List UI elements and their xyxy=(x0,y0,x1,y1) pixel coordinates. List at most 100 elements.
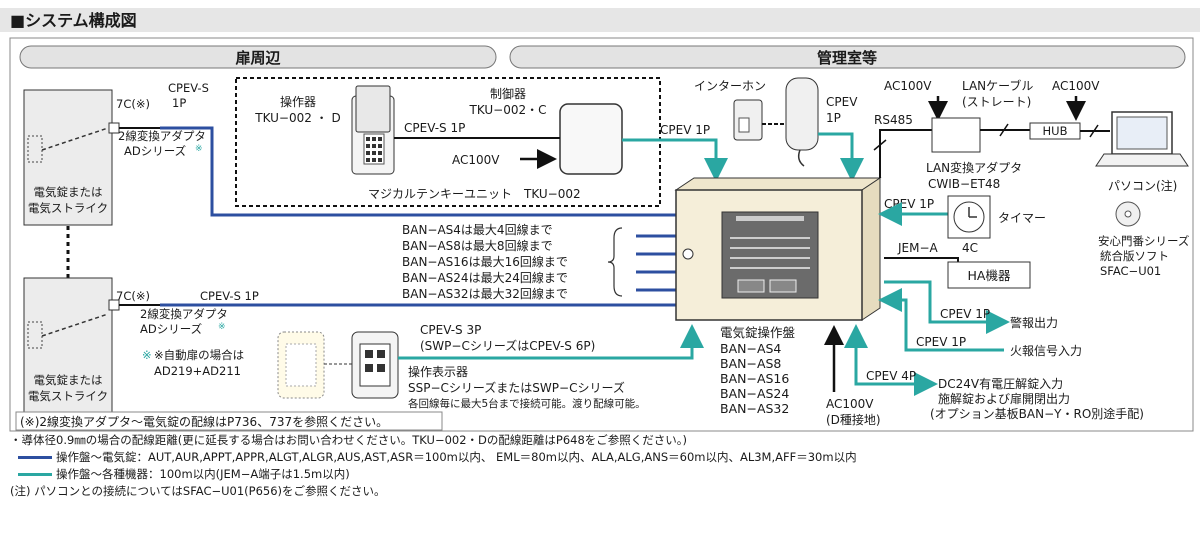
alarm-label: 警報出力 xyxy=(1010,315,1058,330)
ctrl-label-2: TKU−002・C xyxy=(469,103,547,117)
controller-device-icon xyxy=(559,103,623,175)
ac100v-1: AC100V xyxy=(884,79,932,93)
panel-model-1: BAN−AS8 xyxy=(720,356,781,371)
legend-blue-line xyxy=(18,456,52,459)
door-top: 電気錠または 電気ストライク xyxy=(23,89,113,226)
panel-model-2: BAN−AS16 xyxy=(720,371,789,386)
cable-teal-fire xyxy=(878,288,1004,352)
soft-1: 安心門番シリーズ xyxy=(1098,234,1189,248)
panel-model-4: BAN−AS32 xyxy=(720,401,789,416)
notes-block: ・導体径0.9㎜の場合の配線距離(更に延長する場合はお問い合わせください。TKU… xyxy=(10,432,1190,500)
keypad-device-icon xyxy=(351,85,395,175)
lan-cable-1: LANケーブル xyxy=(962,78,1033,93)
bus-item-1: BAN−AS8は最大8回線まで xyxy=(402,238,553,253)
c7-top: 7C(※) xyxy=(116,97,150,111)
section-right-label: 管理室等 xyxy=(817,49,877,67)
footnote-text: (※)2線変換アダプタ〜電気錠の配線はP736、737を参照ください。 xyxy=(20,414,388,429)
lan-adapter-1: LAN変換アダプタ xyxy=(926,160,1022,175)
adapter-bottom-2: ADシリーズ xyxy=(140,322,202,336)
lock-label-top-2: 電気ストライク xyxy=(28,201,108,215)
lan-adapter-2: CWIB−ET48 xyxy=(928,177,1000,191)
c7-bottom: 7C(※) xyxy=(116,289,150,303)
timer-label: タイマー xyxy=(998,211,1046,225)
lock-label-bottom-1: 電気錠または xyxy=(34,373,103,387)
ac-bottom-1: AC100V xyxy=(826,397,874,411)
title-bar xyxy=(0,8,1200,32)
note-line-2: 操作盤〜電気錠：AUT,AUR,APPT,APPR,ALGT,ALGR,AUS,… xyxy=(10,449,1190,466)
legend-teal-line xyxy=(18,473,52,476)
dc24-2: 施解錠および扉開閉出力 xyxy=(938,391,1070,406)
indicator-name-2: SSP−CシリーズまたはSWP−Cシリーズ xyxy=(408,380,625,395)
note-line-4: (注) パソコンとの接続についてはSFAC−U01(P656)をご参照ください。 xyxy=(10,484,386,498)
cable-top-2: 1P xyxy=(172,96,186,110)
rs485-label: RS485 xyxy=(874,113,913,127)
indicator-name-1: 操作表示器 xyxy=(408,364,468,379)
bus-item-0: BAN−AS4は最大4回線まで xyxy=(402,222,553,237)
bus-item-2: BAN−AS16は最大16回線まで xyxy=(402,254,568,269)
svg-text:※: ※ xyxy=(218,322,226,332)
cable-bottom: CPEV-S 1P xyxy=(200,289,259,303)
bus-brace xyxy=(607,227,623,297)
bus-lines xyxy=(636,234,676,292)
fire-label: 火報信号入力 xyxy=(1010,344,1082,358)
cpev-b-1: CPEV xyxy=(826,95,858,109)
cpev-1p-controller: CPEV 1P xyxy=(660,123,710,137)
indicator-cable-2: (SWP−CシリーズはCPEV-S 6P) xyxy=(420,338,595,353)
pc-label: パソコン(注) xyxy=(1108,178,1177,193)
op-label-2: TKU−002 ・ D xyxy=(254,111,341,125)
panel-model-3: BAN−AS24 xyxy=(720,386,789,401)
control-panel xyxy=(674,177,882,321)
adapter-top-2: ADシリーズ xyxy=(124,144,186,158)
page-title: ■システム構成図 xyxy=(10,11,137,30)
section-right-header xyxy=(509,45,1186,69)
cable-teal-alarm xyxy=(884,280,1010,334)
cpev-b-2: 1P xyxy=(826,111,841,125)
svg-text:※: ※ xyxy=(142,348,152,362)
tenkey-unit-name: マジカルテンキーユニット TKU−002 xyxy=(368,187,581,201)
section-left-label: 扉周辺 xyxy=(234,49,281,67)
indicator-cable-1: CPEV-S 3P xyxy=(420,323,481,337)
intercom-master-icon xyxy=(785,77,819,151)
adapter-top-1: 2線変換アダプタ xyxy=(118,129,206,143)
op-label-1: 操作器 xyxy=(280,94,316,109)
cable-teal-intercom xyxy=(818,132,864,182)
cpev-timer: CPEV 1P xyxy=(884,197,934,211)
panel-model-0: BAN−AS4 xyxy=(720,341,781,356)
lan-adapter-icon xyxy=(931,117,981,153)
section-left-header xyxy=(19,45,497,69)
cable-top-1: CPEV-S xyxy=(168,81,209,95)
ctrl-label-1: 制御器 xyxy=(490,86,526,101)
cpev-fire: CPEV 1P xyxy=(916,335,966,349)
intercom-label: インターホン xyxy=(694,79,766,93)
diagram-frame xyxy=(9,37,1194,432)
dc24-1: DC24V有電圧解錠入力 xyxy=(938,376,1063,391)
lan-cable-2: (ストレート) xyxy=(962,95,1031,109)
cpev-alarm: CPEV 1P xyxy=(940,307,990,321)
cpev-4p: CPEV 4P xyxy=(866,369,916,383)
note-line-1: ・導体径0.9㎜の場合の配線距離(更に延長する場合はお問い合わせください。TKU… xyxy=(10,433,688,447)
note-line-3: 操作盤〜各種機器：100m以内(JEM−A端子は1.5m以内) xyxy=(10,466,1190,483)
soft-2: 統合版ソフト xyxy=(1100,249,1169,263)
panel-name: 電気錠操作盤 xyxy=(720,325,796,340)
bus-item-3: BAN−AS24は最大24回線まで xyxy=(402,270,568,285)
ha-box xyxy=(947,261,1031,289)
hub-label: HUB xyxy=(1043,124,1068,138)
tenkey-ac: AC100V xyxy=(452,153,500,167)
adapter-bottom-1: 2線変換アダプタ xyxy=(140,307,228,321)
timer-4c: 4C xyxy=(962,241,978,255)
lock-label-bottom-2: 電気ストライク xyxy=(28,389,108,403)
svg-text:※: ※ xyxy=(195,144,203,154)
soft-3: SFAC−U01 xyxy=(1100,264,1161,278)
auto-door-1: ※自動扉の場合は xyxy=(154,348,244,362)
auto-door-2: AD219+AD211 xyxy=(154,364,241,378)
jem-label: JEM−A xyxy=(897,241,939,255)
indicator-name-3: 各回線毎に最大5台まで接続可能。渡り配線可能。 xyxy=(408,397,646,410)
cable-teal-indicator xyxy=(398,324,704,360)
cable-blue-top xyxy=(160,126,676,217)
indicator-device-icon xyxy=(277,331,399,399)
note-line-2-text: 操作盤〜電気錠：AUT,AUR,APPT,APPR,ALGT,ALGR,AUS,… xyxy=(56,450,857,464)
ac100v-2: AC100V xyxy=(1052,79,1100,93)
door-bottom: 電気錠または 電気ストライク xyxy=(23,277,113,414)
tenkey-unit-box xyxy=(235,77,661,207)
